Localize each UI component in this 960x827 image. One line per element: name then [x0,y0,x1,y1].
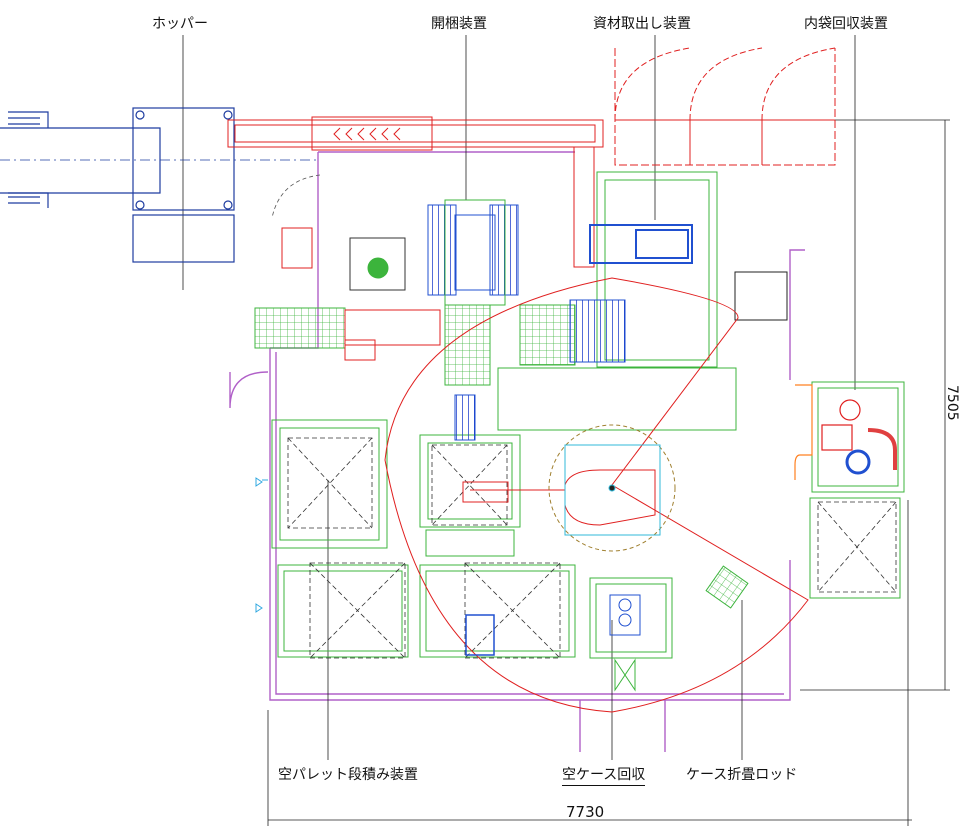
transfer-unit [344,237,441,361]
flow-arrows [255,477,268,613]
material-feeder-doors [614,47,836,166]
robot-base [548,424,676,552]
pallet-x-marks [287,437,897,659]
material-feeder [589,224,693,264]
green-frames [254,171,905,659]
empty-case-collector [465,594,641,692]
label-material-feeder: 資材取出し装置 [593,16,691,32]
label-inner-bag-collector: 内袋回収装置 [804,16,888,32]
case-fold-rod [705,565,749,609]
label-unpacker: 開梱装置 [431,16,487,32]
room-walls [229,151,805,752]
hopper [0,107,320,263]
label-empty-pallet-stacker: 空パレット段積み装置 [278,767,418,783]
dimension-width: 7730 [566,803,605,821]
unpacker-machine [427,199,626,441]
label-case-fold-rod: ケース折畳ロッド [686,767,798,783]
inner-bag-collector [794,384,897,480]
dimension-lines [182,35,950,826]
label-empty-case-collector: 空ケース回収 [562,764,646,786]
robot-reach [384,277,809,713]
inner-bag-box [734,271,788,321]
label-hopper: ホッパー [152,16,208,32]
top-conveyor [227,116,604,269]
dimension-height: 7505 [944,385,960,421]
door-arcs [271,174,321,219]
